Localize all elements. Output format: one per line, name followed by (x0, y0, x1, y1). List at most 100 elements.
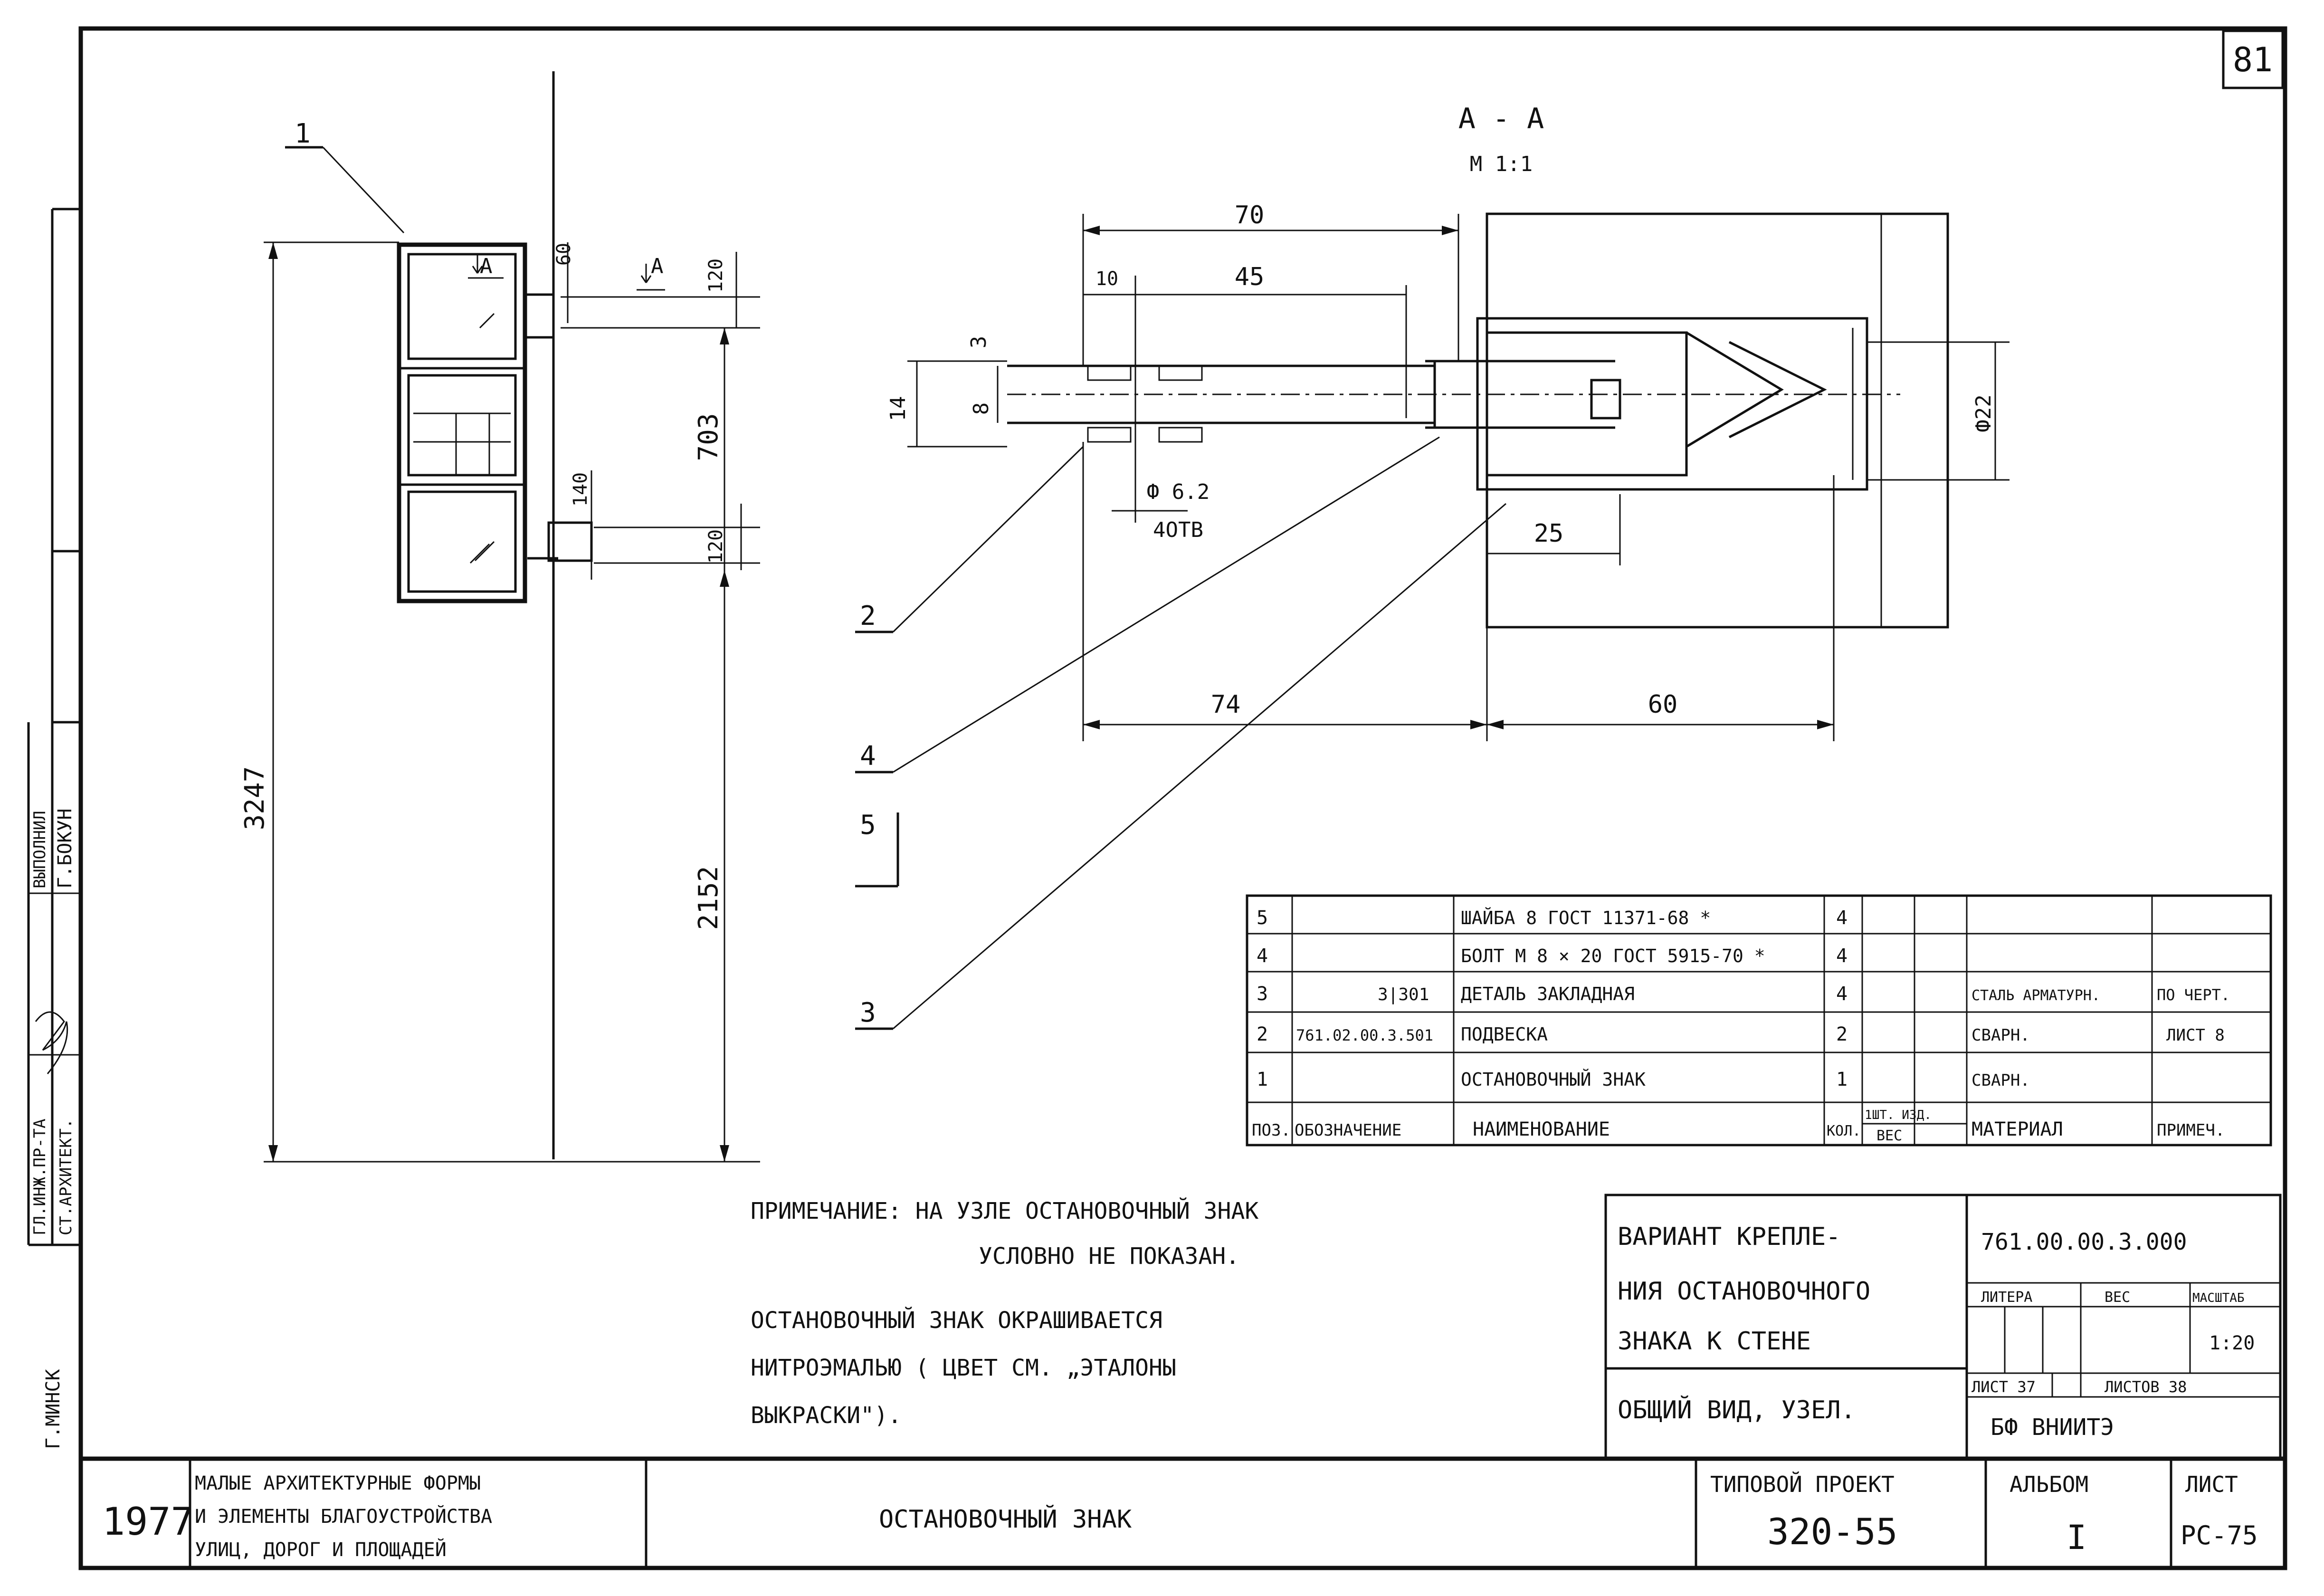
performed-label: ВЫПОЛНИЛ (30, 811, 49, 889)
svg-text:1: 1 (1257, 1069, 1268, 1090)
header-weight: ВЕС (1876, 1128, 1902, 1144)
header-unit-weight: 1ШТ. ИЗД. (1865, 1108, 1932, 1122)
note-line-2: УСЛОВНО НЕ ПОКАЗАН. (979, 1243, 1239, 1270)
svg-text:ОСТАНОВОЧНЫЙ ЗНАК: ОСТАНОВОЧНЫЙ ЗНАК (1461, 1069, 1646, 1090)
title-subtitle: ОБЩИЙ ВИД, УЗЕЛ. (1618, 1395, 1856, 1424)
bracket-top (524, 293, 555, 339)
svg-text:СВАРН.: СВАРН. (1972, 1026, 2030, 1045)
note-line-4: НИТРОЭМАЛЬЮ ( ЦВЕТ СМ. „ЭТАЛОНЫ (751, 1355, 1176, 1381)
album-label: АЛЬБОМ (2010, 1472, 2088, 1497)
svg-text:СВАРН.: СВАРН. (1972, 1071, 2030, 1090)
sign-panel-middle (407, 374, 517, 477)
header-qty: КОЛ. (1827, 1123, 1861, 1139)
hole-count: 4ОТВ (1153, 518, 1203, 542)
dim-70: 70 (1235, 201, 1265, 229)
spec-table (1246, 894, 2272, 1147)
chief-engineer-label: ГЛ.ИНЖ.ПР-ТА (30, 1118, 49, 1235)
sign-panel-bottom (407, 490, 517, 593)
scale-value: 1:20 (2209, 1332, 2255, 1354)
title-block (1604, 1194, 2282, 1460)
scale-label: МАСШТАБ (2192, 1291, 2245, 1305)
bottom-strip (189, 1459, 2172, 1568)
section-mark-left: А (480, 254, 493, 278)
dim-45: 45 (1235, 263, 1265, 291)
series-line-1: МАЛЫЕ АРХИТЕКТУРНЫЕ ФОРМЫ (195, 1472, 481, 1494)
header-note: ПРИМЕЧ. (2157, 1121, 2225, 1140)
hole-diameter: Ф 6.2 (1147, 480, 1210, 504)
svg-text:4: 4 (1836, 945, 1848, 967)
sheet-value: РС-75 (2181, 1520, 2258, 1550)
title-line-3: ЗНАКА К СТЕНЕ (1618, 1327, 1811, 1356)
svg-text:СТАЛЬ АРМАТУРН.: СТАЛЬ АРМАТУРН. (1972, 987, 2100, 1004)
spec-row-3: 3 3|301 ДЕТАЛЬ ЗАКЛАДНАЯ 4 СТАЛЬ АРМАТУР… (1257, 983, 2230, 1005)
svg-text:2: 2 (1257, 1023, 1268, 1045)
spec-table-header: ПОЗ. ОБОЗНАЧЕНИЕ НАИМЕНОВАНИЕ КОЛ. 1ШТ. … (1252, 1108, 2225, 1144)
signature-chief (35, 1011, 68, 1074)
wall-section (1486, 212, 1949, 629)
header-code: ОБОЗНАЧЕНИЕ (1295, 1121, 1401, 1140)
callout-1: 1 (295, 118, 311, 149)
svg-text:761.02.00.3.501: 761.02.00.3.501 (1296, 1026, 1433, 1044)
embedded-part (1486, 331, 1688, 477)
performer-name: Г.БОКУН (54, 808, 76, 889)
series-line-3: УЛИЦ, ДОРОГ И ПЛОЩАДЕЙ (195, 1538, 447, 1561)
embed-zone (1476, 317, 1868, 491)
organization: БФ ВНИИТЭ (1991, 1414, 2114, 1441)
weight-label: ВЕС (2105, 1289, 2130, 1306)
section-view (855, 212, 2010, 1030)
series-line-2: И ЭЛЕМЕНТЫ БЛАГОУСТРОЙСТВА (195, 1505, 492, 1528)
dim-span: 703 (693, 413, 724, 461)
spec-row-4: 4 БОЛТ М 8 × 20 ГОСТ 5915-70 * 4 (1257, 945, 1848, 967)
svg-text:4: 4 (1836, 983, 1848, 1005)
spec-row-5: 5 ШАЙБА 8 ГОСТ 11371-68 * 4 (1257, 907, 1848, 929)
title-line-1: ВАРИАНТ КРЕПЛЕ- (1618, 1223, 1841, 1251)
dim-60: 60 (1648, 690, 1678, 719)
sheet-number-box (2222, 29, 2284, 89)
callout-5: 5 (860, 810, 876, 841)
svg-text:ПОДВЕСКА: ПОДВЕСКА (1461, 1024, 1548, 1045)
svg-text:ЛИСТ 8: ЛИСТ 8 (2166, 1026, 2225, 1045)
dim-bracket-top: 120 (705, 258, 727, 293)
svg-text:ШАЙБА 8 ГОСТ 11371-68 *: ШАЙБА 8 ГОСТ 11371-68 * (1461, 908, 1711, 928)
project-number: 320-55 (1767, 1510, 1898, 1553)
dim-8: 8 (969, 402, 993, 415)
sign-body (397, 242, 527, 603)
elevation-view (264, 71, 760, 1163)
callout-3: 3 (860, 997, 876, 1028)
city-label: Г.МИНСК (42, 1369, 64, 1449)
dim-10: 10 (1095, 268, 1118, 290)
dim-3: 3 (967, 336, 991, 349)
notes-block: ПРИМЕЧАНИЕ: НА УЗЛЕ ОСТАНОВОЧНЫЙ ЗНАК УС… (751, 1197, 1258, 1429)
dim-offset-top: 60 (553, 243, 575, 266)
spec-row-2: 2 761.02.00.3.501 ПОДВЕСКА 2 СВАРН. ЛИСТ… (1257, 1023, 2225, 1045)
callout-2: 2 (860, 601, 876, 631)
spec-row-1: 1 ОСТАНОВОЧНЫЙ ЗНАК 1 СВАРН. (1257, 1069, 2030, 1090)
note-line-3: ОСТАНОВОЧНЫЙ ЗНАК ОКРАШИВАЕТСЯ (751, 1307, 1162, 1334)
section-title: А - А (1458, 102, 1544, 135)
litera-label: ЛИТЕРА (1981, 1289, 2032, 1306)
note-line-5: ВЫКРАСКИ"). (751, 1402, 902, 1429)
note-line-1: ПРИМЕЧАНИЕ: НА УЗЛЕ ОСТАНОВОЧНЫЙ ЗНАК (751, 1197, 1258, 1224)
sheets-total-label: ЛИСТОВ 38 (2105, 1378, 2187, 1396)
sheet-label: ЛИСТ (2185, 1472, 2238, 1497)
item-name: ОСТАНОВОЧНЫЙ ЗНАК (879, 1505, 1132, 1534)
header-pos: ПОЗ. (1252, 1121, 1291, 1140)
dim-22: Ф22 (1972, 394, 1996, 432)
dim-14: 14 (886, 396, 910, 421)
project-label: ТИПОВОЙ ПРОЕКТ (1710, 1472, 1895, 1497)
callout-4: 4 (860, 741, 876, 772)
svg-text:ДЕТАЛЬ ЗАКЛАДНАЯ: ДЕТАЛЬ ЗАКЛАДНАЯ (1461, 984, 1635, 1004)
doc-code: 761.00.00.3.000 (1981, 1229, 2187, 1255)
svg-text:5: 5 (1257, 907, 1268, 929)
svg-text:2: 2 (1836, 1023, 1848, 1045)
dim-bracket-bottom: 120 (705, 529, 727, 564)
title-line-2: НИЯ ОСТАНОВОЧНОГО (1618, 1277, 1870, 1306)
svg-text:ПО ЧЕРТ.: ПО ЧЕРТ. (2157, 986, 2230, 1004)
svg-text:БОЛТ М 8 × 20 ГОСТ 5915-70 *: БОЛТ М 8 × 20 ГОСТ 5915-70 * (1461, 946, 1765, 966)
dim-lower-height: 2152 (693, 866, 724, 930)
drawing-frame (78, 26, 2287, 1570)
album-value: I (2067, 1518, 2086, 1557)
svg-text:1: 1 (1836, 1069, 1848, 1090)
sign-panel-top (407, 253, 517, 360)
